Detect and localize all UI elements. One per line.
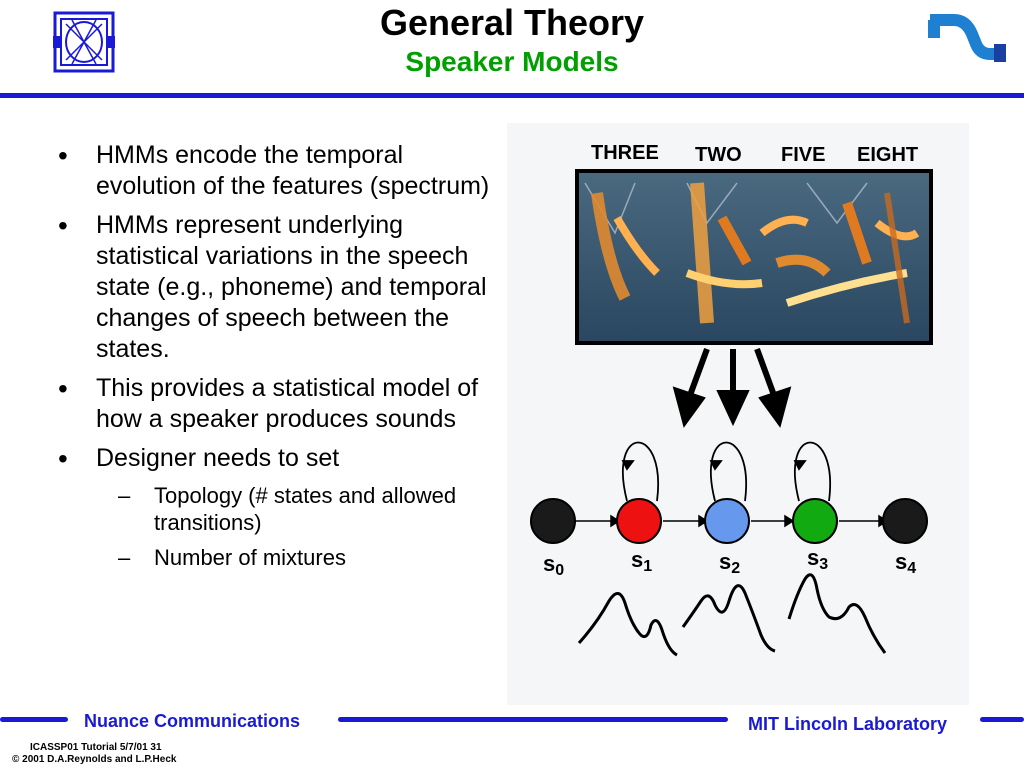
sub-bullet-text: Topology (# states and allowed transitio… xyxy=(154,483,457,535)
word-label: TWO xyxy=(695,144,742,166)
state-label: s1 xyxy=(631,547,652,575)
page-subtitle: Speaker Models xyxy=(405,46,619,77)
arrow-icon xyxy=(672,347,792,428)
footer-divider xyxy=(0,717,68,722)
nuance-logo-icon xyxy=(928,14,1006,62)
bullet-dot-icon: • xyxy=(58,140,68,171)
sub-bullet-item: –Topology (# states and allowed transiti… xyxy=(58,482,498,536)
page-title: General Theory xyxy=(379,2,645,43)
bullet-list: • HMMs encode the temporal evolution of t… xyxy=(58,140,498,579)
bullet-dot-icon: • xyxy=(58,210,68,241)
self-loop-arrows xyxy=(621,441,832,502)
state-label: s4 xyxy=(895,549,916,577)
state-node xyxy=(792,498,838,544)
lincoln-lab-logo-icon xyxy=(53,11,115,73)
footer-divider xyxy=(338,717,728,722)
spectrogram xyxy=(575,169,933,345)
bullet-text: HMMs encode the temporal evolution of th… xyxy=(96,141,490,200)
footer-divider xyxy=(980,717,1024,722)
sub-bullet-text: Number of mixtures xyxy=(154,545,346,570)
mixture-density-curves xyxy=(577,573,887,657)
bullet-text: Designer needs to set xyxy=(96,444,340,472)
state-label: s0 xyxy=(543,551,564,579)
bullet-text: HMMs represent underlying statistical va… xyxy=(96,211,487,363)
state-node xyxy=(616,498,662,544)
bullet-item: • HMMs represent underlying statistical v… xyxy=(58,210,498,365)
word-label: FIVE xyxy=(781,144,825,166)
bullet-dot-icon: • xyxy=(58,443,68,474)
header-divider xyxy=(0,93,1024,98)
state-node xyxy=(882,498,928,544)
word-label: EIGHT xyxy=(857,144,918,166)
state-label: s3 xyxy=(807,545,828,573)
state-node xyxy=(530,498,576,544)
footer-lab: MIT Lincoln Laboratory xyxy=(748,714,948,734)
bullet-item: • This provides a statistical model of ho… xyxy=(58,373,498,435)
bullet-item: • HMMs encode the temporal evolution of t… xyxy=(58,140,498,202)
footer-copyright: © 2001 D.A.Reynolds and L.P.Heck xyxy=(12,754,177,765)
bullet-text: This provides a statistical model of how… xyxy=(96,374,479,433)
dash-icon: – xyxy=(118,483,131,508)
bullet-dot-icon: • xyxy=(58,373,68,404)
footer-company: Nuance Communications xyxy=(84,711,301,731)
footer-tutorial-note: ICASSP01 Tutorial 5/7/01 31 xyxy=(30,742,162,753)
hmm-figure: THREE TWO FIVE EIGHT xyxy=(507,123,969,705)
state-label: s2 xyxy=(719,549,740,577)
dash-icon: – xyxy=(118,545,131,570)
word-label: THREE xyxy=(591,142,659,164)
state-node xyxy=(704,498,750,544)
sub-bullet-item: –Number of mixtures xyxy=(58,544,498,571)
bullet-item: • Designer needs to set xyxy=(58,443,498,474)
